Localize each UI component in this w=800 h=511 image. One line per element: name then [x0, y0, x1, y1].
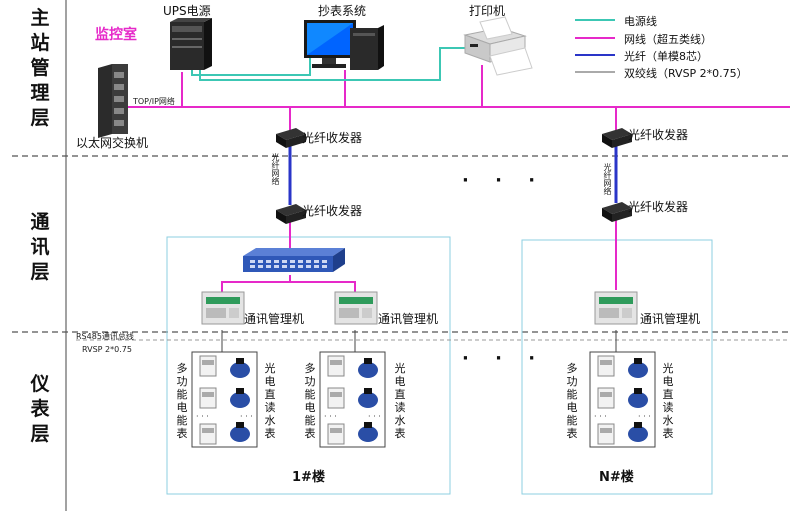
- comm-manager-device-1: [201, 291, 245, 325]
- ethernet-switch-label: 以太网交换机: [76, 136, 149, 150]
- comm-manager-device-2: [334, 291, 378, 325]
- building-1-label: 1#楼: [292, 470, 325, 485]
- comm-manager-label-2: 通讯管理机: [378, 312, 439, 326]
- meter-ellipsis-1a-e: · · ·: [196, 412, 209, 421]
- ups-label: UPS电源: [163, 4, 211, 18]
- legend-label-twisted: 双绞线（RVSP 2*0.75）: [624, 67, 748, 80]
- legend-label-fiber: 光纤（单模8芯）: [624, 50, 708, 63]
- legend-label-network: 网线（超五类线）: [624, 33, 712, 46]
- transceiver-label-top-n: 光纤收发器: [628, 128, 689, 142]
- electric-meters-group-n: [597, 355, 615, 445]
- comm-manager-label-1: 通讯管理机: [244, 312, 305, 326]
- meter-ellipsis-1b-w: · · ·: [368, 412, 381, 421]
- rs485-bus-label: RS485通讯总线: [76, 332, 134, 341]
- building-switch-device: [243, 248, 345, 272]
- meter-group-frame: [191, 351, 258, 448]
- printer-label: 打印机: [469, 4, 506, 18]
- network-label: TOP/IP网络: [133, 97, 175, 106]
- electric-meter-label-1b: 多功能电能表: [304, 362, 316, 440]
- layer-label-station: 主站管理层: [30, 7, 50, 129]
- transceiver-label-bottom-n: 光纤收发器: [628, 200, 689, 214]
- comm-manager-label-n: 通讯管理机: [640, 312, 701, 326]
- transceiver-label-bottom-1: 光纤收发器: [302, 204, 363, 218]
- water-meter-label-n: 光电直读水表: [662, 362, 674, 440]
- water-meters-group-1b: [358, 358, 378, 442]
- ups-power-device: [170, 18, 212, 70]
- layer-label-meter: 仪表层: [30, 373, 50, 445]
- fiber-transceiver-top-n: [602, 128, 632, 148]
- meter-reading-computer: [304, 20, 384, 70]
- water-meter-label-1b: 光电直读水表: [394, 362, 406, 440]
- meter-ellipsis-1b-e: · · ·: [324, 412, 337, 421]
- meter-ellipsis-n-w: · · ·: [638, 412, 651, 421]
- monitor-room-label: 监控室: [95, 27, 137, 43]
- ellipsis-bottom: · · ·: [462, 348, 546, 369]
- electric-meters-group-1b: [327, 355, 345, 445]
- water-meters-group-n: [628, 358, 648, 442]
- legend-label-power: 电源线: [624, 15, 657, 28]
- water-meter-label-1a: 光电直读水表: [264, 362, 276, 440]
- building-1-frame: [166, 236, 451, 495]
- electric-meter-label-1a: 多功能电能表: [176, 362, 188, 440]
- meter-reading-system-label: 抄表系统: [318, 4, 367, 18]
- comm-manager-device-n: [594, 291, 638, 325]
- printer-device: [463, 16, 533, 76]
- fiber-network-label-n: 光纤网络: [603, 163, 612, 195]
- electric-meter-label-n: 多功能电能表: [566, 362, 578, 440]
- fiber-transceiver-top-1: [276, 128, 306, 148]
- ellipsis-top: · · ·: [462, 170, 546, 191]
- layer-label-comm: 通讯层: [30, 211, 50, 283]
- transceiver-label-top-1: 光纤收发器: [302, 131, 363, 145]
- fiber-network-label-1: 光纤网络: [271, 153, 280, 185]
- rs485-spec-label: RVSP 2*0.75: [82, 345, 132, 354]
- ethernet-switch-device: [98, 64, 128, 138]
- fiber-transceiver-bottom-n: [602, 202, 632, 222]
- fiber-transceiver-bottom-1: [276, 204, 306, 224]
- electric-meters-group-1a: [199, 355, 217, 445]
- meter-ellipsis-1a-w: · · ·: [240, 412, 253, 421]
- meter-ellipsis-n-e: · · ·: [594, 412, 607, 421]
- water-meters-group-1a: [230, 358, 250, 442]
- building-n-label: N#楼: [599, 470, 634, 485]
